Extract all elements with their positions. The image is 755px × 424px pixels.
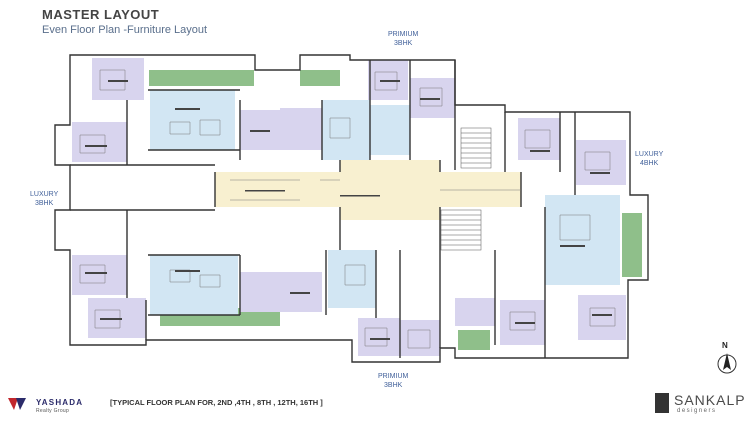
balcony-bottom-right (458, 330, 490, 350)
room-label-marks (85, 80, 612, 340)
tag-primium-3bhk-top: PRIMIUM 3BHK (388, 31, 419, 47)
sankalp-logo-icon (655, 393, 669, 413)
balcony-top-mid (300, 70, 340, 86)
page-subtitle: Even Floor Plan -Furniture Layout (42, 24, 208, 36)
lobby-extension (340, 160, 440, 220)
north-label: N (722, 341, 728, 350)
tag-luxury-3bhk: LUXURY 3BHK (30, 191, 59, 207)
balcony-top-left (149, 70, 254, 86)
architect-name: SANKALP (674, 392, 746, 408)
bedrooms (72, 58, 626, 356)
developer-subname: Realty Group (36, 408, 70, 414)
yashada-logo-icon (8, 398, 26, 410)
balcony-right (622, 213, 642, 277)
walls (54, 54, 649, 363)
tag-primium-3bhk-bottom: PRIMIUM 3BHK (378, 373, 409, 389)
interior-lines (79, 69, 616, 349)
page-title: MASTER LAYOUT (42, 7, 160, 22)
architect-subname: designers (677, 408, 717, 414)
developer-logo: YASHADA Realty Group (36, 398, 83, 416)
developer-name: YASHADA (36, 398, 84, 407)
staircases (440, 127, 492, 251)
typical-floor-note: [TYPICAL FLOOR PLAN FOR, 2ND ,4TH , 8TH … (110, 398, 323, 407)
tag-luxury-4bhk: LUXURY 4BHK (635, 151, 664, 167)
north-arrow-icon (717, 353, 737, 374)
